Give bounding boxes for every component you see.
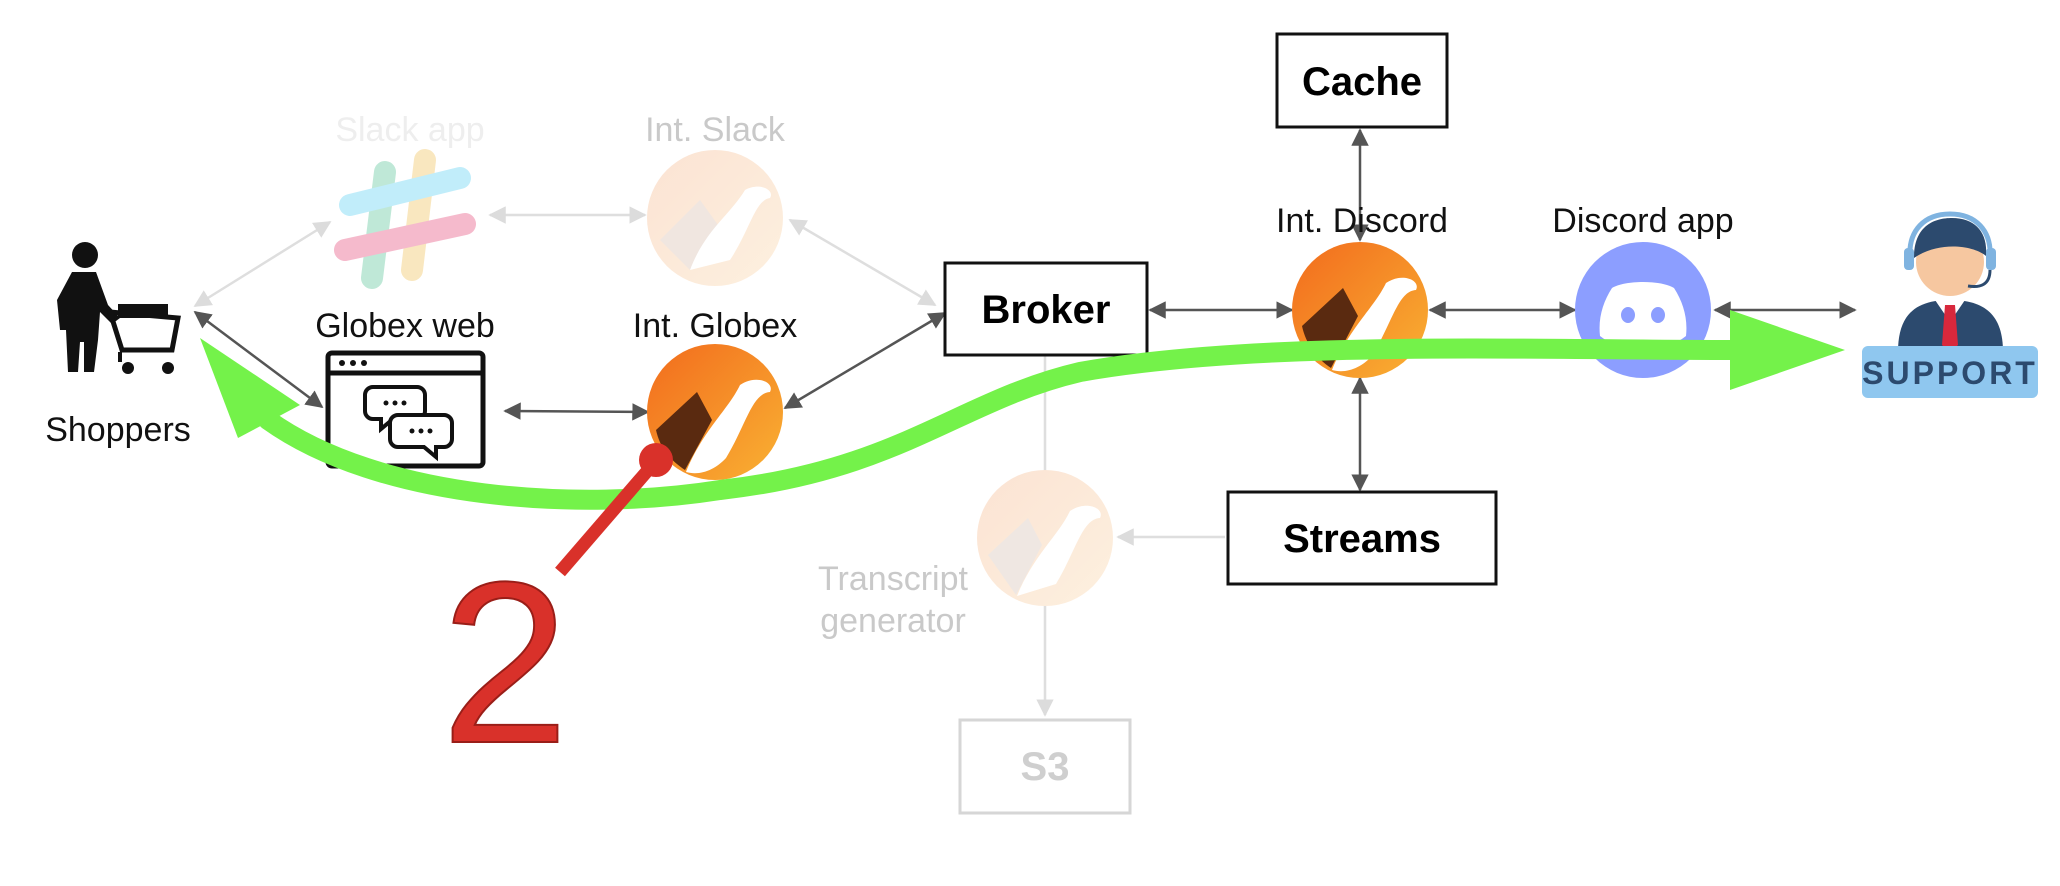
shoppers-label: Shoppers bbox=[45, 411, 191, 449]
streams-node: Streams bbox=[1226, 490, 1498, 586]
int-globex-node: Int. Globex bbox=[633, 307, 797, 480]
discord-app-label: Discord app bbox=[1552, 202, 1733, 240]
cache-label: Cache bbox=[1302, 60, 1422, 104]
flow-arrow bbox=[200, 310, 1845, 510]
transcript-label-line2: generator bbox=[820, 602, 966, 640]
transcript-label-line1: Transcript bbox=[818, 560, 968, 598]
shopper-cart-icon bbox=[57, 242, 181, 374]
active-connectors bbox=[193, 128, 1857, 492]
support-node: SUPPORT bbox=[1862, 211, 2038, 398]
slack-icon bbox=[334, 149, 476, 289]
int-discord-label: Int. Discord bbox=[1276, 202, 1448, 240]
slack-app-label: Slack app bbox=[335, 111, 484, 149]
globex-web-node: Globex web bbox=[315, 307, 495, 469]
transcript-generator-node: Transcript generator bbox=[818, 470, 1113, 640]
int-globex-label: Int. Globex bbox=[633, 307, 797, 345]
globex-web-label: Globex web bbox=[315, 307, 495, 345]
slack-app-node: Slack app bbox=[334, 111, 485, 289]
cache-node: Cache bbox=[1275, 32, 1449, 129]
step-marker: 2 bbox=[440, 443, 673, 792]
streams-label: Streams bbox=[1283, 517, 1441, 561]
chat-window-icon bbox=[325, 350, 486, 469]
broker-node: Broker bbox=[943, 261, 1149, 357]
s3-node: S3 bbox=[958, 718, 1132, 815]
step-number: 2 bbox=[441, 534, 569, 791]
support-agent-icon bbox=[1862, 211, 2038, 398]
s3-label: S3 bbox=[1021, 745, 1070, 789]
support-label: SUPPORT bbox=[1862, 355, 2038, 391]
int-slack-label: Int. Slack bbox=[645, 111, 786, 149]
int-slack-node: Int. Slack bbox=[645, 111, 786, 286]
camel-icon bbox=[647, 150, 783, 286]
camel-icon bbox=[977, 470, 1113, 606]
broker-label: Broker bbox=[982, 288, 1111, 332]
camel-icon bbox=[647, 344, 783, 480]
shoppers-node: Shoppers bbox=[45, 242, 191, 449]
